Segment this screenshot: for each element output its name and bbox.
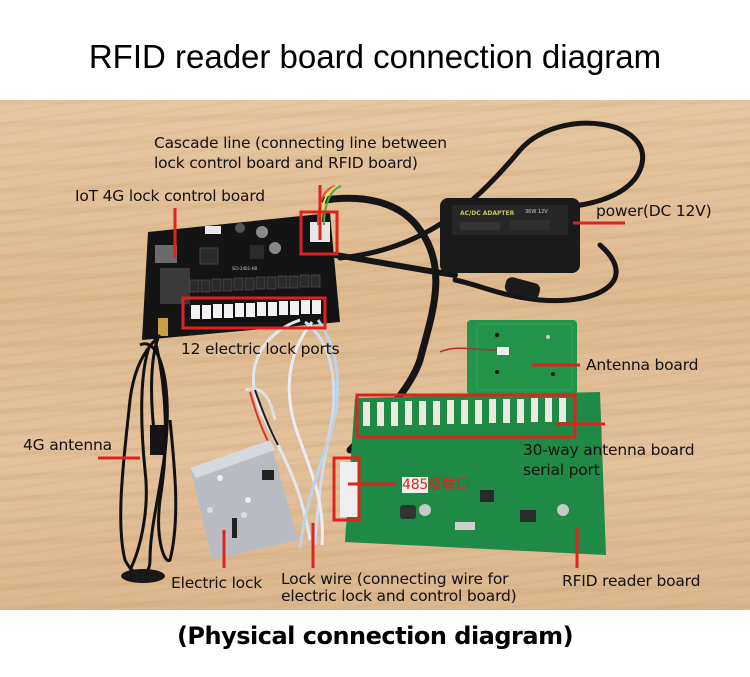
label-serial-port: 30-way antenna board serial port <box>523 440 695 480</box>
adapter-brand-text: AC/DC ADAPTER <box>460 210 515 217</box>
antenna-coil <box>150 425 164 455</box>
power-cable <box>337 120 645 261</box>
label-lock-ports: 12 electric lock ports <box>181 340 340 358</box>
sma-connector <box>158 318 168 336</box>
label-4g-antenna: 4G antenna <box>23 436 112 454</box>
label-cascade-line: Cascade line (connecting line between lo… <box>154 133 447 173</box>
label-power: power(DC 12V) <box>596 202 712 220</box>
label-antenna-board: Antenna board <box>586 356 699 374</box>
label-rfid-reader: RFID reader board <box>562 572 701 590</box>
antenna-base <box>121 569 165 583</box>
label-lock-wire: Lock wire (connecting wire for electric … <box>281 570 517 605</box>
lock-ports-highlight <box>181 296 327 330</box>
antenna-4g <box>119 333 178 576</box>
label-lock-wire-2: electric lock and control board) <box>281 587 517 605</box>
power-adapter: AC/DC ADAPTER 36W 12V <box>440 198 580 273</box>
label-electric-lock: Electric lock <box>171 574 263 592</box>
cascade-485-highlight <box>332 456 361 522</box>
power-cable-loop <box>452 242 619 304</box>
lock-control-board: SCI-2401-H0 <box>142 213 340 340</box>
page-subtitle: (Physical connection diagram) <box>176 622 574 650</box>
board-silkscreen: SCI-2401-H0 <box>232 266 258 271</box>
label-485-cascade-port: 485级联口 <box>402 475 470 495</box>
page-title: RFID reader board connection diagram <box>88 38 662 75</box>
adapter-rating-text: 36W 12V <box>525 209 548 215</box>
relay-row <box>189 274 321 293</box>
dc-plug-cable <box>332 252 458 278</box>
rfid-reader-board <box>340 392 606 555</box>
leader-lines <box>98 185 625 568</box>
label-cascade-line-1: Cascade line (connecting line between <box>154 134 447 152</box>
label-cascade-line-2: lock control board and RFID board) <box>154 154 418 172</box>
inductor <box>400 505 416 519</box>
label-serial-port-1: 30-way antenna board <box>523 441 695 459</box>
electric-lock-device <box>190 440 298 560</box>
lock-port-connectors <box>191 300 321 319</box>
label-485-prefix: 485 <box>402 477 429 493</box>
lock-wire-bundle <box>244 318 340 549</box>
antenna-board <box>467 320 577 395</box>
cascade-485-connector <box>340 462 358 517</box>
dc-barrel-connector <box>504 277 541 300</box>
label-lock-wire-1: Lock wire (connecting wire for <box>281 570 509 588</box>
antenna-port-row <box>363 398 566 426</box>
label-serial-port-2: serial port <box>523 461 600 479</box>
label-iot-board: IoT 4G lock control board <box>75 187 265 205</box>
antenna-ports-highlight <box>355 393 577 439</box>
label-485-suffix: 级联口 <box>428 477 470 493</box>
